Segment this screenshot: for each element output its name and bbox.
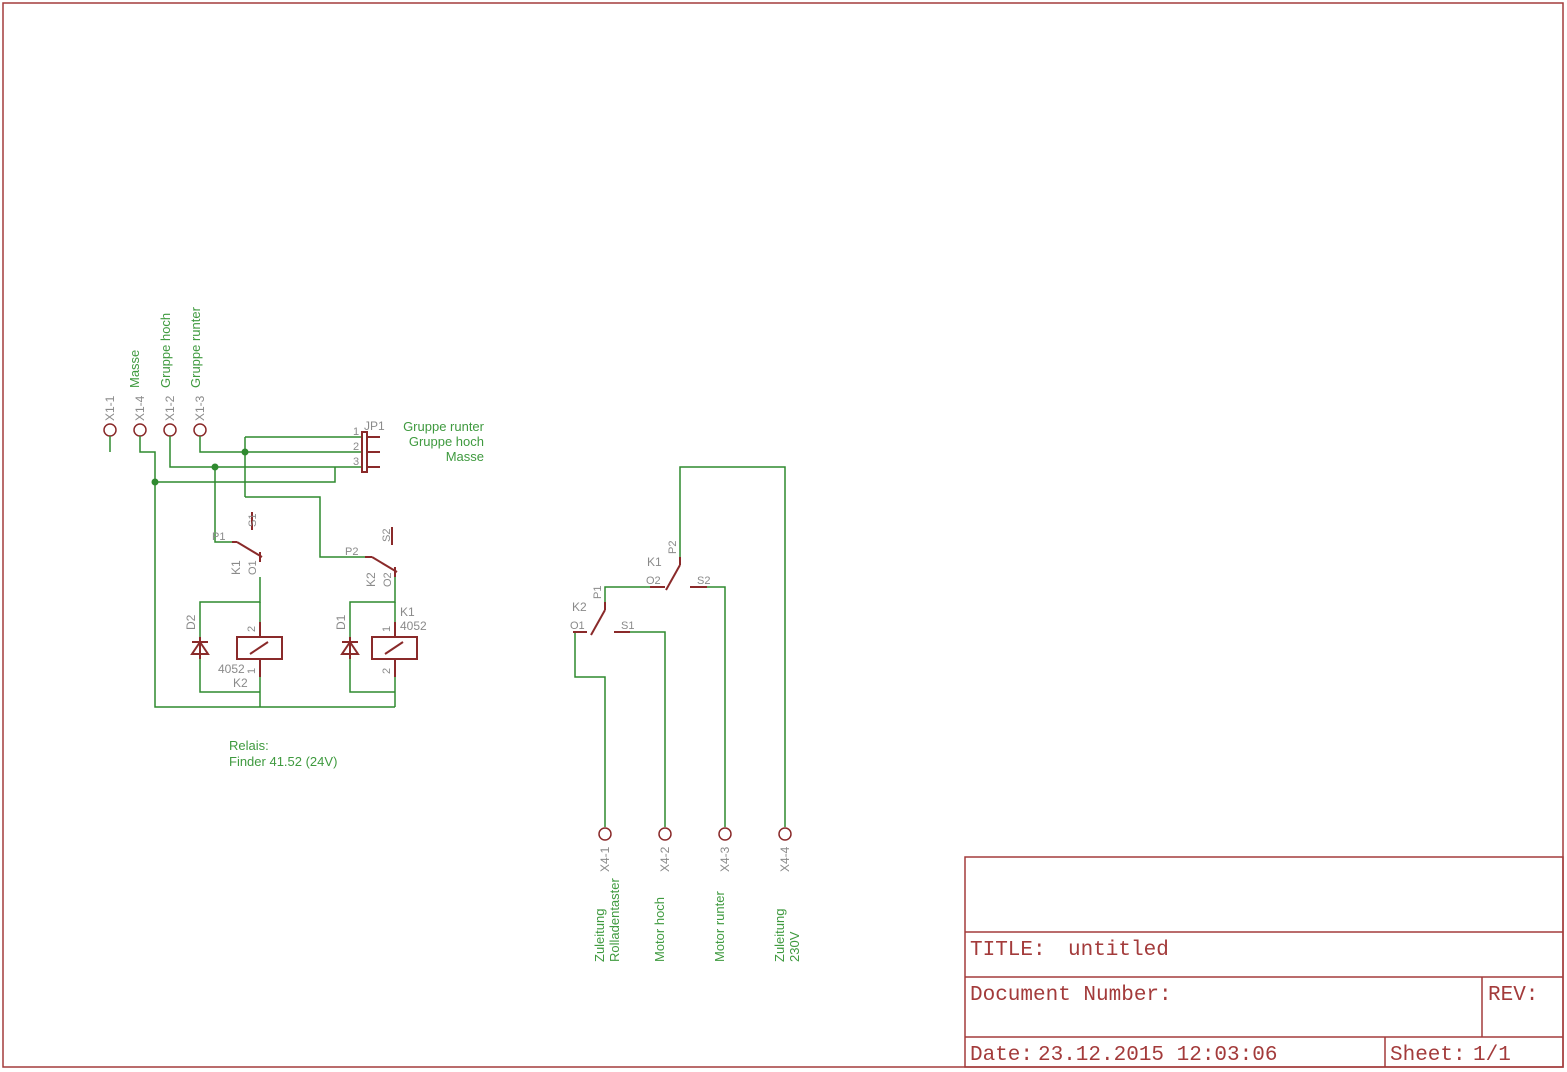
terminal-x1-2-label: X1-2 xyxy=(163,395,177,421)
net-label-motor-hoch: Motor hoch xyxy=(652,897,667,962)
coil-k2-value: 4052 xyxy=(218,662,245,676)
jumper-pin-3: 3 xyxy=(353,456,359,468)
net-label-gruppe-runter-x1: Gruppe runter xyxy=(188,306,203,388)
net-label-rolladentaster: Rolladentaster xyxy=(607,878,622,962)
k2-contact-name: K2 xyxy=(364,572,378,587)
right-k1-name: K1 xyxy=(647,555,662,569)
rev-label: REV: xyxy=(1488,984,1538,1007)
coil-k1-pin-bot: 2 xyxy=(381,668,393,674)
net-label-gruppe-hoch-x1: Gruppe hoch xyxy=(158,313,173,388)
jumper-jp1: JP1 1 2 3 Gruppe runter Gruppe hoch Mass… xyxy=(335,419,485,473)
right-k1-p: P2 xyxy=(667,541,679,554)
sheet-value: 1/1 xyxy=(1473,1044,1511,1067)
net-label-zuleitung-230v: Zuleitung xyxy=(772,909,787,962)
k1-contact-p: P1 xyxy=(212,531,225,543)
connector-x4: X4-1 X4-2 X4-3 X4-4 Zuleitung Rolladenta… xyxy=(592,827,802,962)
title-block: TITLE: untitled Document Number: REV: Da… xyxy=(964,856,1564,1068)
coil-k1-with-diode-d1: 1 2 K1 4052 D1 xyxy=(334,577,427,707)
jumper-label-3: Masse xyxy=(446,449,484,464)
terminal-x4-2-label: X4-2 xyxy=(658,846,672,872)
terminal-x1-4[interactable] xyxy=(133,423,147,437)
connector-x1: X1-1 X1-4 X1-2 X1-3 Masse Gruppe hoch Gr… xyxy=(103,306,207,452)
jumper-name: JP1 xyxy=(364,419,385,433)
jumper-pin-2: 2 xyxy=(353,441,359,453)
k2-contact-s: S2 xyxy=(381,529,393,542)
terminal-x4-4-label: X4-4 xyxy=(778,846,792,872)
net-label-zuleitung-taster: Zuleitung xyxy=(592,909,607,962)
terminal-x1-3[interactable] xyxy=(193,423,207,437)
right-k1-s: S2 xyxy=(697,575,710,587)
right-k1-o: O2 xyxy=(646,575,661,587)
diode-d1-label: D1 xyxy=(334,614,348,630)
terminal-x1-2[interactable] xyxy=(163,423,177,437)
net-label-masse-x1: Masse xyxy=(127,350,142,388)
coil-k2-name: K2 xyxy=(233,676,248,690)
terminal-x4-3[interactable] xyxy=(718,827,732,841)
coil-k2-pin-bot: 1 xyxy=(246,668,258,674)
terminal-x4-4[interactable] xyxy=(778,827,792,841)
net-label-motor-runter: Motor runter xyxy=(712,891,727,962)
jumper-label-1: Gruppe runter xyxy=(403,419,485,434)
k1-contact-s: S1 xyxy=(247,514,259,527)
k1-contact-name: K1 xyxy=(229,560,243,575)
title-value: untitled xyxy=(1068,939,1169,962)
terminal-x4-1-label: X4-1 xyxy=(598,846,612,872)
right-k2-name: K2 xyxy=(572,600,587,614)
terminal-x1-4-label: X1-4 xyxy=(133,395,147,421)
right-relay-contact-k1: K1 P2 O2 S2 xyxy=(646,541,710,591)
sheet-label: Sheet: xyxy=(1390,1044,1466,1067)
x1-wires xyxy=(139,436,395,708)
jumper-pin-1: 1 xyxy=(353,426,359,438)
control-circuit: X1-1 X1-4 X1-2 X1-3 Masse Gruppe hoch Gr… xyxy=(103,306,485,769)
relay-note-line1: Relais: xyxy=(229,738,269,753)
coil-k2-pin-top: 2 xyxy=(246,626,258,632)
right-k2-p: P1 xyxy=(592,586,604,599)
coil-k1-name: K1 xyxy=(400,605,415,619)
jumper-label-2: Gruppe hoch xyxy=(409,434,484,449)
date-value: 23.12.2015 12:03:06 xyxy=(1038,1044,1277,1067)
k1-contact-o: O1 xyxy=(247,560,259,575)
net-label-230v: 230V xyxy=(787,931,802,962)
diode-d2-label: D2 xyxy=(184,614,198,630)
terminal-x1-1-label: X1-1 xyxy=(103,395,117,421)
right-k2-s: S1 xyxy=(621,620,634,632)
terminal-x4-2[interactable] xyxy=(658,827,672,841)
k2-contact-o: O2 xyxy=(382,572,394,587)
title-label: TITLE: xyxy=(970,939,1046,962)
terminal-x1-3-label: X1-3 xyxy=(193,395,207,421)
coil-k1-pin-top: 1 xyxy=(381,626,393,632)
right-relay-contact-k2: K2 P1 O1 S1 xyxy=(570,586,634,636)
terminal-x1-1[interactable] xyxy=(103,423,117,437)
right-k2-o: O1 xyxy=(570,620,585,632)
relay-contact-k1: P1 S1 O1 K1 xyxy=(212,512,263,575)
relay-note-line2: Finder 41.52 (24V) xyxy=(229,754,337,769)
terminal-x4-1[interactable] xyxy=(598,827,612,841)
coil-k2-with-diode-d2: 2 1 4052 K2 D2 xyxy=(184,577,283,707)
terminal-x4-3-label: X4-3 xyxy=(718,846,732,872)
power-circuit: K1 P2 O2 S2 K2 P1 O1 S1 X4-1 X4-2 X4-3 X… xyxy=(570,466,802,962)
date-label: Date: xyxy=(970,1044,1033,1067)
document-number-label: Document Number: xyxy=(970,984,1172,1007)
coil-k1-value: 4052 xyxy=(400,619,427,633)
relay-contact-k2: P2 S2 O2 K2 xyxy=(345,527,398,587)
k2-contact-p: P2 xyxy=(345,546,358,558)
